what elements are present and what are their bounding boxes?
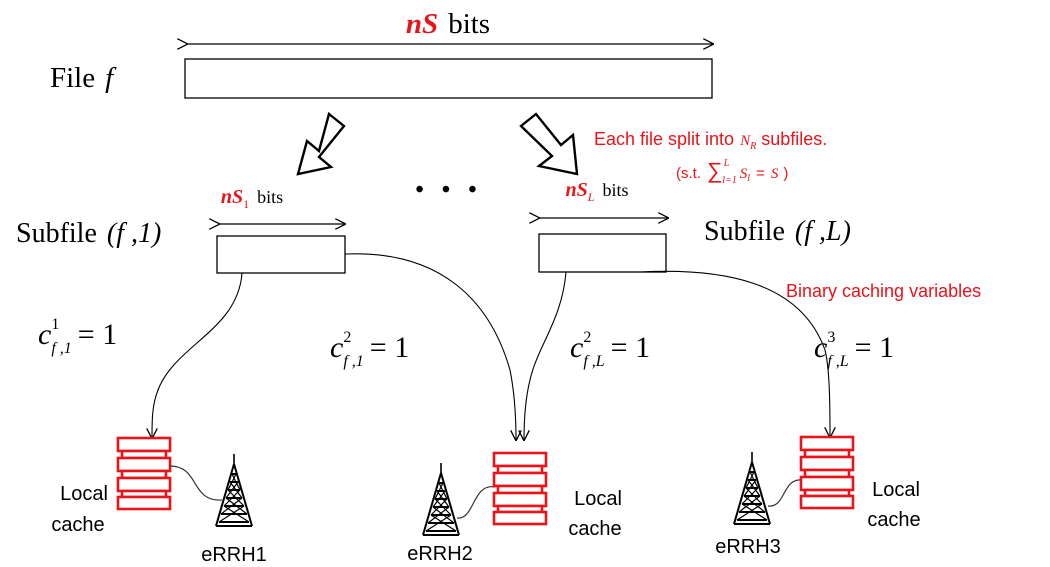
cache-stack-icon — [116, 436, 172, 511]
cache-link — [169, 465, 223, 501]
cache-link — [456, 486, 496, 519]
split-arrow-right — [519, 112, 579, 176]
file-block — [184, 58, 713, 99]
rrh-label: eRRH3 — [715, 536, 781, 558]
caching-arrows — [152, 253, 830, 440]
caching-note: Binary caching variables — [786, 281, 981, 301]
cache-label-line2: cache — [51, 514, 104, 536]
cache-label-line2: cache — [867, 509, 920, 531]
cache-label-line1: Local — [60, 483, 108, 505]
split-arrow-left — [296, 111, 346, 176]
ellipsis: • • • — [415, 177, 482, 203]
rrh-label: eRRH2 — [407, 543, 473, 565]
subfile-L-label: Subfile(f ,L) — [704, 216, 851, 247]
cache-label-line2: cache — [568, 518, 621, 540]
arrow-subfileL-to-cache2 — [524, 271, 567, 440]
arrow-subfile1-to-cache1 — [152, 272, 243, 438]
node-1: Local cache eRRH1 — [51, 436, 267, 566]
rrh-label: eRRH1 — [201, 544, 267, 566]
subfile-L-block — [538, 233, 667, 273]
subfile-1-label: Subfile(f ,1) — [16, 218, 161, 249]
node-3: Local cache eRRH3 — [715, 435, 921, 558]
antenna-tower-icon — [215, 453, 253, 527]
arrow-subfile1-to-cache2 — [344, 253, 516, 440]
antenna-tower-icon — [733, 451, 771, 525]
subfile-1-block — [216, 235, 346, 274]
node-2: Local cache eRRH2 — [407, 451, 622, 565]
cache-link — [767, 479, 803, 507]
antenna-tower-icon — [422, 462, 460, 536]
arrow-subfileL-to-cache3 — [639, 270, 830, 437]
cache-label-line1: Local — [872, 479, 920, 501]
cache-stack-icon — [492, 451, 548, 526]
cache-stack-icon — [799, 435, 855, 510]
cache-label-line1: Local — [574, 488, 622, 510]
